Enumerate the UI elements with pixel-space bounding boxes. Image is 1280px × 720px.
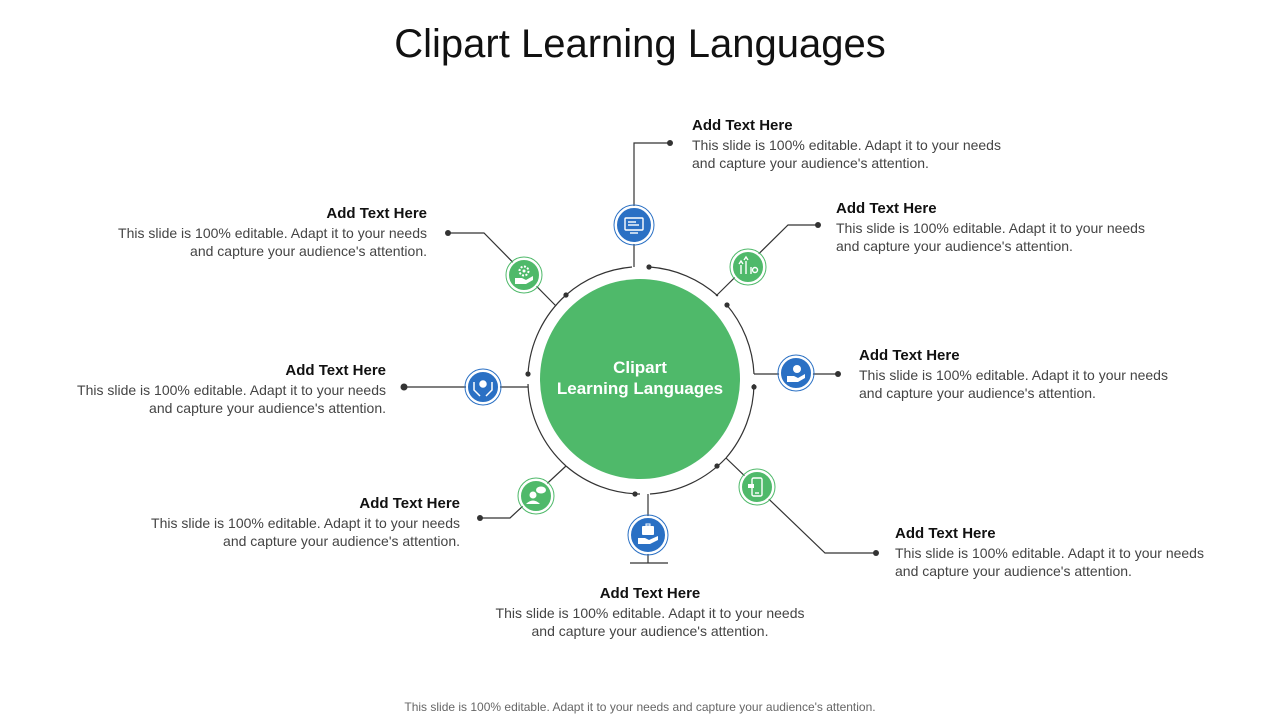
outer-ring [527,266,755,495]
text-block-body-line1: This slide is 100% editable. Adapt it to… [151,515,460,531]
hand-money-icon [787,365,805,382]
text-block-lower-left: Add Text Here This slide is 100% editabl… [100,494,460,550]
chat-user-icon [526,486,546,504]
end-dots [400,140,879,556]
text-block-body-line2: and capture your audience's attention. [836,238,1073,254]
text-block-heading: Add Text Here [599,585,701,602]
text-block-body-line2: and capture your audience's attention. [190,243,427,259]
text-block-body-line2: and capture your audience's attention. [531,623,769,639]
text-block-heading: Add Text Here [895,525,996,542]
text-block-left: Add Text Here This slide is 100% editabl… [26,361,386,417]
hand-briefcase-icon [638,523,658,544]
text-block-heading: Add Text Here [859,347,960,364]
node-lower-left [517,477,555,515]
node-upper-right [729,248,767,286]
text-block-lower-right: Add Text Here This slide is 100% editabl… [895,524,1255,580]
hands-care-icon [473,380,493,397]
text-block-upper-right: Add Text Here This slide is 100% editabl… [836,199,1196,255]
text-block-body-line1: This slide is 100% editable. Adapt it to… [895,545,1204,561]
growth-chart-icon [738,255,759,274]
node-lower-right [738,468,776,506]
center-label: Clipart Learning Languages [540,357,740,399]
text-block-body-line1: This slide is 100% editable. Adapt it to… [692,137,1001,153]
ring-dots [525,264,757,497]
text-block-body-line1: This slide is 100% editable. Adapt it to… [118,225,427,241]
node-top [613,204,655,246]
text-block-body-line1: This slide is 100% editable. Adapt it to… [495,605,805,621]
node-right [777,354,815,392]
text-block-body-line2: and capture your audience's attention. [895,563,1132,579]
text-block-body-line2: and capture your audience's attention. [223,533,460,549]
center-circle [540,279,740,479]
hand-gear-icon [515,265,533,284]
node-left [464,368,502,406]
text-block-top: Add Text Here This slide is 100% editabl… [692,116,1052,172]
text-block-heading: Add Text Here [326,205,427,222]
mobile-phone-icon [748,477,763,497]
text-block-heading: Add Text Here [285,362,386,379]
page-title: Clipart Learning Languages [394,22,886,66]
text-block-body-line2: and capture your audience's attention. [859,385,1096,401]
text-block-body-line2: and capture your audience's attention. [149,400,386,416]
center-label-line1: Clipart [613,358,667,377]
text-block-bottom: Add Text Here This slide is 100% editabl… [470,584,830,640]
node-upper-left [505,256,543,294]
text-block-upper-left: Add Text Here This slide is 100% editabl… [67,204,427,260]
center-label-line2: Learning Languages [556,379,724,398]
node-bottom [627,514,669,556]
online-learning-screen-icon [624,217,644,234]
text-block-body-line1: This slide is 100% editable. Adapt it to… [77,382,386,398]
text-block-heading: Add Text Here [692,117,793,134]
footer-note: This slide is 100% editable. Adapt it to… [404,700,876,714]
text-block-heading: Add Text Here [359,495,460,512]
text-block-right: Add Text Here This slide is 100% editabl… [859,346,1219,402]
text-block-body-line1: This slide is 100% editable. Adapt it to… [836,220,1145,236]
text-block-heading: Add Text Here [836,200,937,217]
text-block-body-line1: This slide is 100% editable. Adapt it to… [859,367,1168,383]
text-block-body-line2: and capture your audience's attention. [692,155,929,171]
